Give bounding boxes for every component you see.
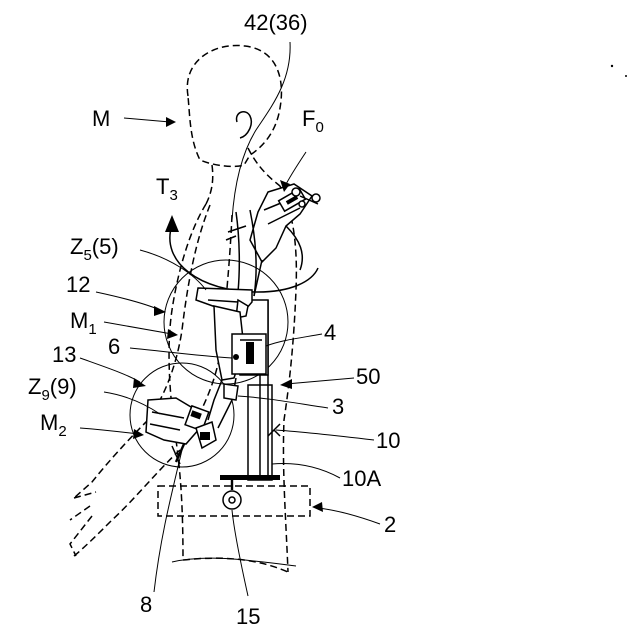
label-13: 13 [52,342,76,367]
label-2: 2 [384,512,396,537]
label-m2: M2 [40,410,67,440]
speck [611,65,613,67]
rotation-arrow-t3 [165,215,318,292]
label-42-36: 42(36) [244,10,308,35]
label-50: 50 [356,364,380,389]
label-z9-9: Z9(9) [28,374,77,404]
label-m1: M1 [70,308,97,338]
label-12: 12 [66,272,90,297]
label-10: 10 [376,428,400,453]
label-f0: F0 [302,106,324,136]
speck [625,75,627,77]
label-8: 8 [140,592,152,617]
label-15: 15 [236,604,260,629]
label-z5-5: Z5(5) [70,234,119,264]
label-6: 6 [108,334,120,359]
label-m: M [92,106,110,131]
label-10a: 10A [342,466,381,491]
label-4: 4 [324,320,336,345]
label-3: 3 [332,394,344,419]
label-t3: T3 [156,174,178,204]
